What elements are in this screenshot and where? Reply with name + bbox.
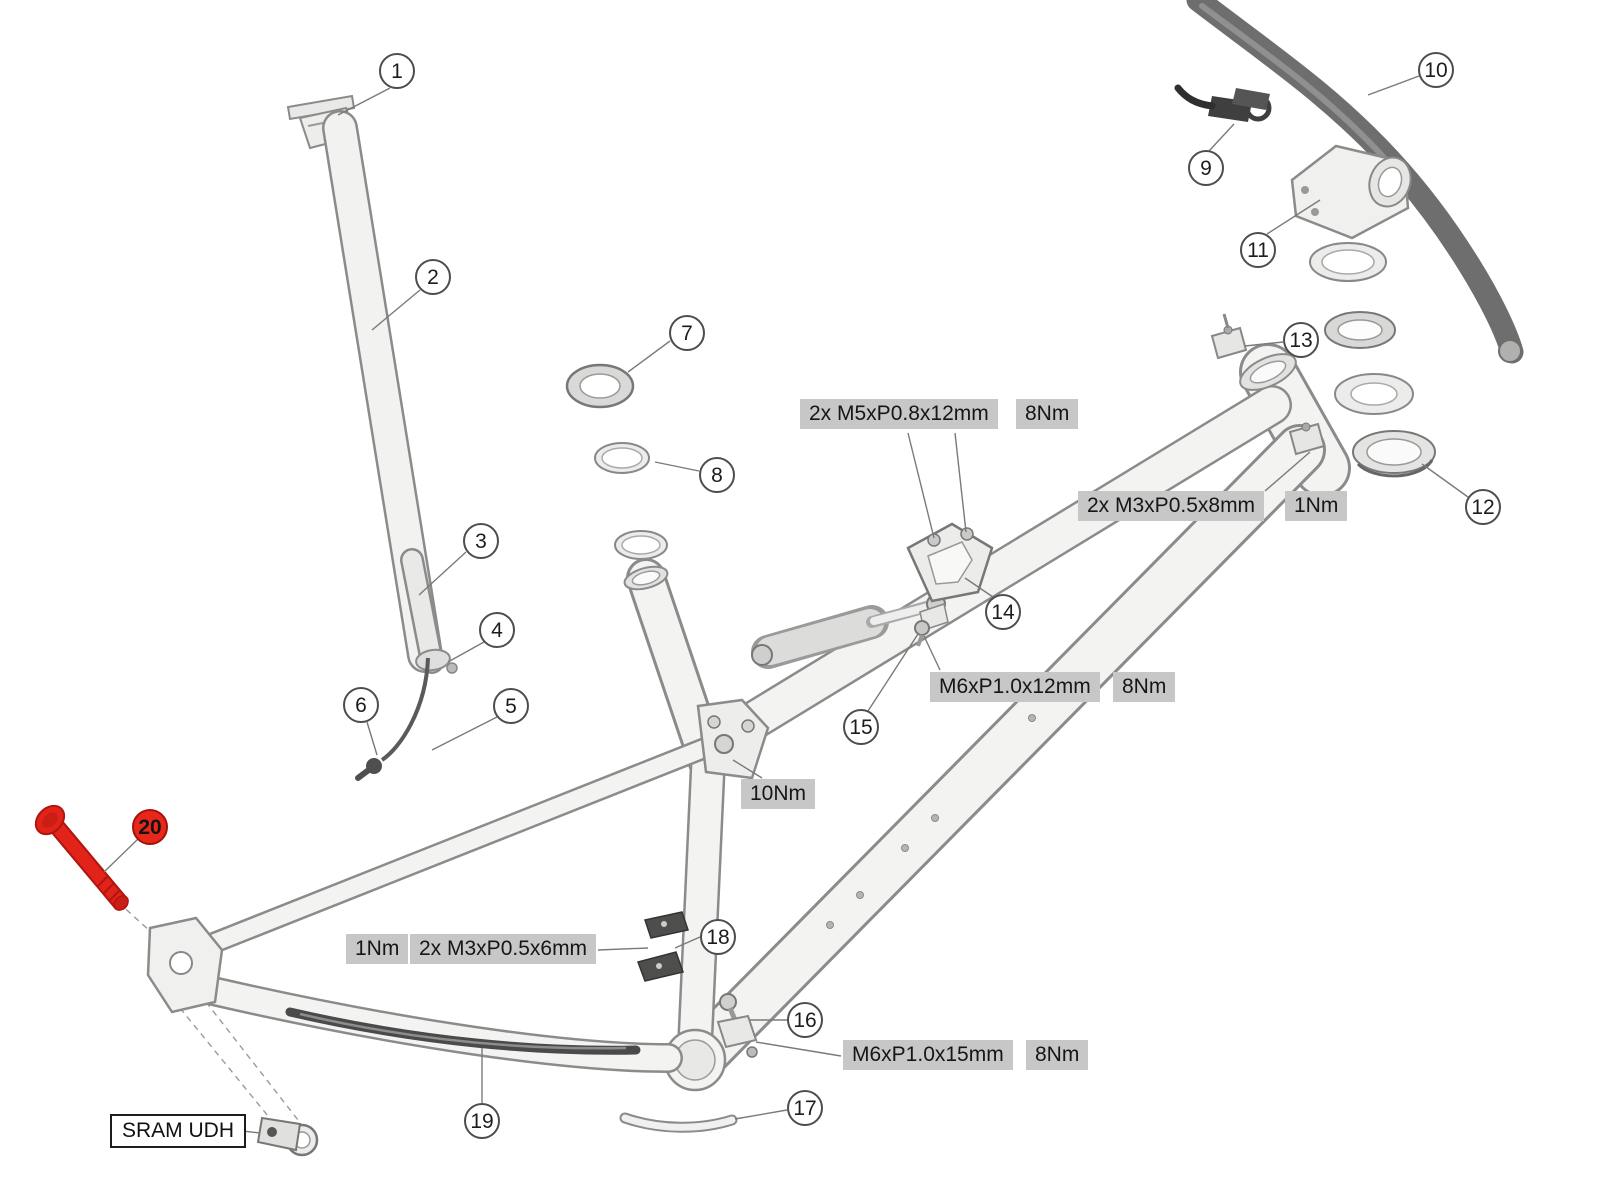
label-sram-udh: SRAM UDH [110, 1114, 247, 1148]
callout-11: 11 [1240, 232, 1276, 268]
callout-17: 17 [787, 1090, 823, 1126]
callout-18: 18 [700, 919, 736, 955]
headset-upper-parts [565, 363, 668, 560]
udh-hanger [256, 1116, 319, 1157]
cable-guides [637, 911, 689, 982]
callout-8: 8 [699, 457, 735, 493]
label-m3x8-torque: 1Nm [1285, 491, 1348, 521]
callout-leaders [103, 75, 1469, 1120]
stem [1290, 144, 1412, 240]
callout-4: 4 [479, 612, 515, 648]
headset-stack [1309, 242, 1436, 478]
cable-clamps [1210, 313, 1326, 456]
label-m6x15-spec: M6xP1.0x15mm [843, 1040, 1013, 1070]
label-m6x15-torque: 8Nm [1026, 1040, 1089, 1070]
small-tube-part [619, 1112, 738, 1133]
callout-20: 20 [132, 809, 168, 845]
callout-6: 6 [343, 687, 379, 723]
callout-13: 13 [1283, 322, 1319, 358]
label-m5-spec: 2x M5xP0.8x12mm [800, 399, 998, 429]
callout-10: 10 [1418, 52, 1454, 88]
lower-shock-mount [716, 993, 758, 1058]
callout-5: 5 [493, 688, 529, 724]
label-m5-torque: 8Nm [1016, 399, 1079, 429]
thru-axle-red [34, 804, 129, 911]
label-guide-torque: 1Nm [346, 934, 409, 964]
callout-2: 2 [415, 259, 451, 295]
label-m3x8-spec: 2x M3xP0.5x8mm [1078, 491, 1265, 521]
mount-plate [906, 522, 994, 603]
label-rocker-torque: 10Nm [741, 779, 816, 809]
callout-3: 3 [463, 523, 499, 559]
swingarm [146, 737, 716, 1073]
seatpost-collar [415, 648, 451, 672]
label-guide-spec: 2x M3xP0.5x6mm [410, 934, 597, 964]
callout-14: 14 [985, 594, 1021, 630]
dropper-cable [380, 657, 430, 762]
callout-15: 15 [843, 709, 879, 745]
seatpost-assembly [286, 94, 458, 781]
brake-lever [1174, 84, 1272, 122]
label-m6x12-spec: M6xP1.0x12mm [930, 672, 1100, 702]
shock-mount-bolt [914, 620, 930, 647]
callout-1: 1 [379, 53, 415, 89]
callout-7: 7 [669, 315, 705, 351]
callout-12: 12 [1465, 489, 1501, 525]
rocker-link [696, 698, 770, 780]
callout-9: 9 [1188, 150, 1224, 186]
callout-19: 19 [464, 1103, 500, 1139]
label-leaders [233, 432, 1311, 1134]
front-triangle [623, 343, 1351, 1092]
label-m6x12-torque: 8Nm [1113, 672, 1176, 702]
callout-16: 16 [787, 1002, 823, 1038]
